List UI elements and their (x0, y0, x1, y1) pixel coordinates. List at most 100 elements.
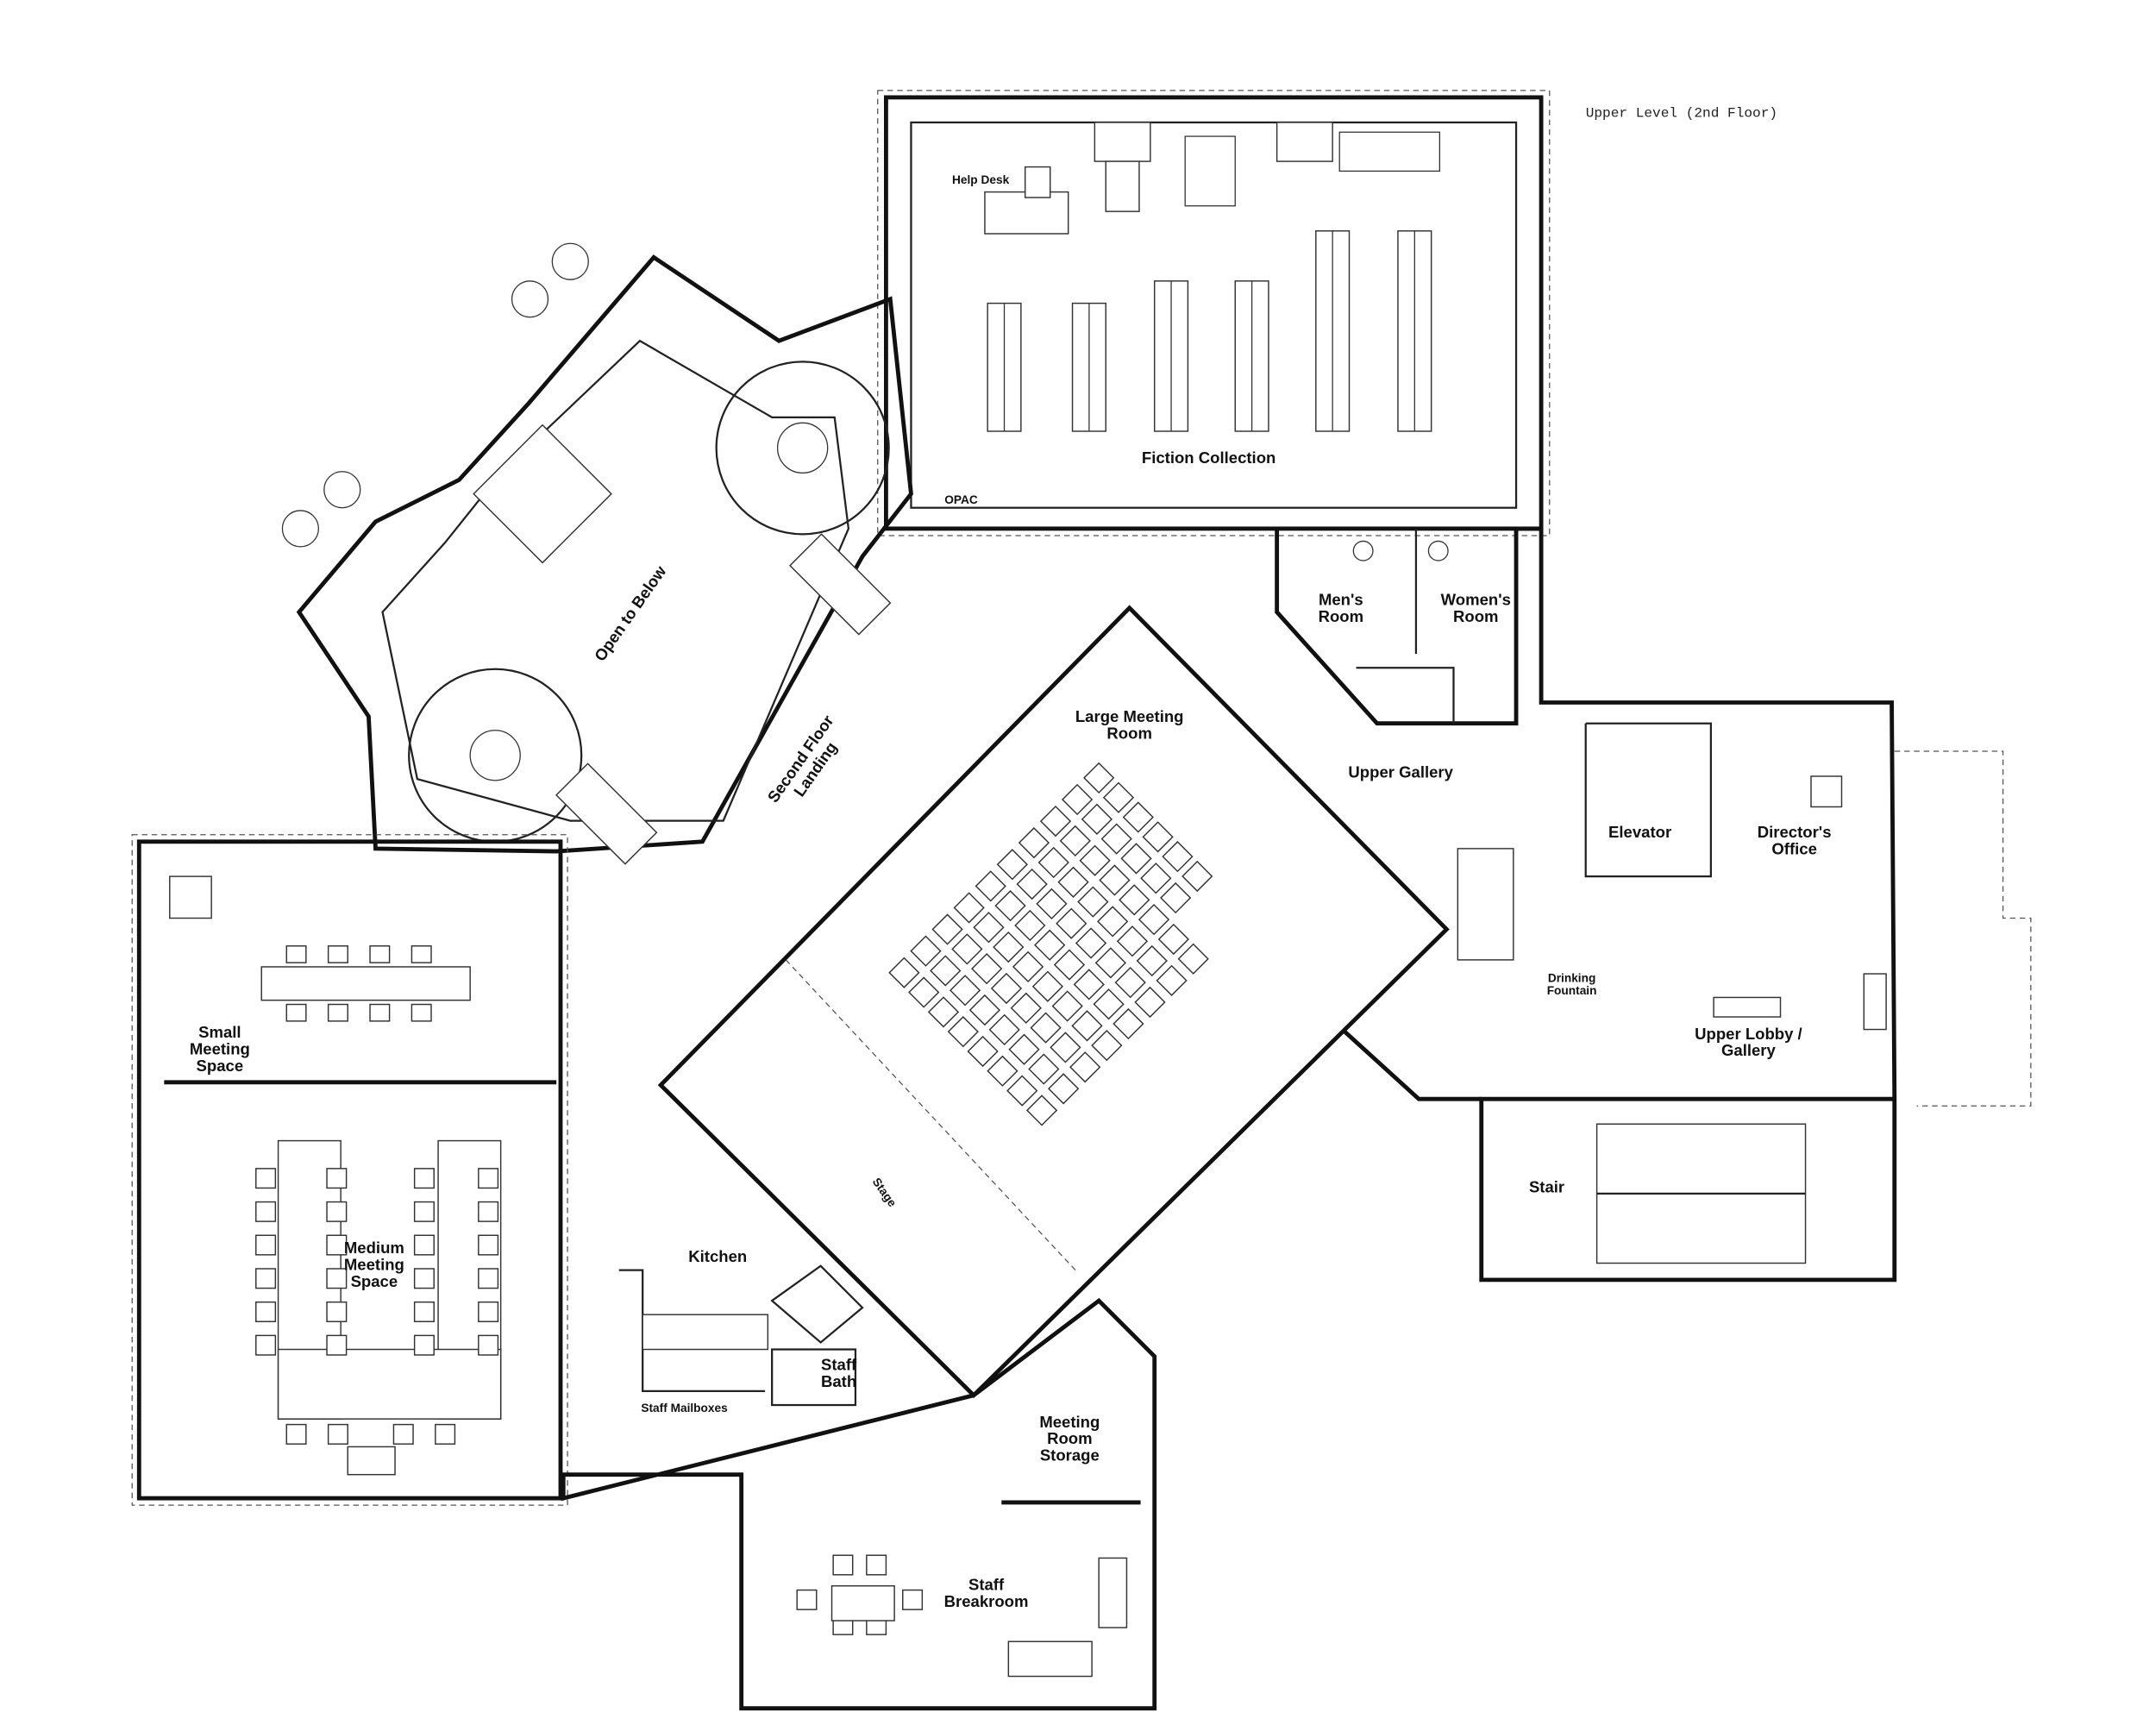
chair (255, 1234, 277, 1256)
chair (796, 1589, 818, 1610)
chair (1083, 762, 1115, 794)
chair (1037, 846, 1069, 879)
chair (326, 1168, 348, 1189)
plan-title: Upper Level (2nd Floor) (1586, 105, 1777, 121)
chair (1008, 1033, 1040, 1065)
chair (1091, 1029, 1123, 1062)
chair (1034, 929, 1066, 961)
service-walls (561, 1264, 1157, 1711)
chair (1039, 805, 1072, 837)
chair (927, 996, 960, 1028)
chair (1099, 864, 1131, 896)
chair (413, 1234, 435, 1256)
chair (1093, 988, 1125, 1020)
chair (1059, 825, 1091, 857)
chair (369, 945, 391, 963)
chair (1073, 969, 1105, 1000)
chair (1122, 801, 1154, 833)
chair (413, 1268, 435, 1289)
restroom-walls (1275, 528, 1519, 726)
chair (1057, 866, 1089, 898)
chair (326, 1234, 348, 1256)
chair (478, 1201, 499, 1222)
chair (1142, 821, 1174, 853)
label-medium-meeting: Medium (344, 1239, 404, 1257)
chair (1162, 841, 1194, 873)
label-directors-office: Director's (1758, 823, 1832, 841)
chair (902, 1589, 924, 1610)
chair (1094, 947, 1127, 979)
label-staff-bath: Staff (821, 1356, 857, 1374)
chair (1102, 781, 1135, 813)
chair (1028, 1053, 1060, 1085)
chair (413, 1334, 435, 1356)
chair (1119, 884, 1150, 916)
chair (413, 1201, 435, 1222)
label-small-meeting: Small (198, 1023, 241, 1041)
chair (1081, 803, 1113, 835)
label-meeting-room-storage: Meeting (1039, 1413, 1100, 1431)
chair (1177, 943, 1209, 975)
chair (973, 912, 1005, 944)
label-medium-meeting-2: Meeting (344, 1256, 404, 1274)
label-elevator: Elevator (1608, 823, 1671, 841)
chair (1140, 862, 1172, 894)
chair (949, 975, 981, 1007)
label-staff-breakroom-2: Breakroom (944, 1592, 1029, 1610)
chair (1048, 1073, 1080, 1105)
chair (1079, 844, 1111, 876)
label-medium-meeting-3: Space (351, 1272, 398, 1290)
chair (1157, 923, 1190, 956)
chair (435, 1423, 456, 1445)
chair (326, 1268, 348, 1289)
chair (255, 1201, 277, 1222)
east-wing-walls (1340, 526, 2032, 1283)
chair (1100, 823, 1132, 855)
label-womens-room-2: Room (1453, 607, 1499, 625)
label-small-meeting-2: Meeting (190, 1040, 250, 1058)
chair (993, 931, 1025, 963)
chair (326, 1334, 348, 1356)
label-staff-breakroom: Staff (968, 1576, 1005, 1594)
chair (1014, 909, 1046, 942)
chair (1181, 860, 1213, 893)
chair (255, 1301, 277, 1322)
chair (369, 1003, 391, 1022)
chair (951, 933, 983, 965)
chair (1114, 967, 1146, 999)
chair (1051, 990, 1083, 1022)
label-small-meeting-3: Space (197, 1057, 244, 1075)
chair (1112, 1007, 1144, 1040)
chair (255, 1168, 277, 1189)
large-meeting-room-walls (657, 605, 1450, 1399)
chair (1030, 1012, 1062, 1044)
chair (947, 1016, 979, 1048)
chair (285, 945, 307, 963)
chair (1012, 950, 1044, 983)
chair (1061, 783, 1094, 816)
chair (478, 1301, 499, 1322)
fiction-collection-walls (877, 90, 1551, 536)
label-womens-room: Women's (1441, 591, 1511, 609)
chair (832, 1554, 854, 1576)
label-stair: Stair (1529, 1177, 1564, 1195)
label-drinking-fountain-2: Fountain (1547, 984, 1597, 997)
chair (975, 870, 1006, 902)
chair (1156, 964, 1188, 996)
label-meeting-room-storage-2: Room (1047, 1429, 1093, 1447)
label-staff-mailboxes: Staff Mailboxes (641, 1402, 728, 1414)
label-open-to-below: Open to Below (591, 562, 670, 665)
chair (866, 1554, 887, 1576)
label-help-desk: Help Desk (952, 173, 1010, 186)
chair (1069, 1051, 1101, 1083)
open-to-below-walls (281, 242, 913, 865)
chair (478, 1168, 499, 1189)
chair (411, 1003, 432, 1022)
chair (1077, 886, 1109, 918)
chair (930, 955, 962, 987)
chair (1018, 827, 1050, 859)
label-directors-office-2: Office (1771, 839, 1817, 857)
label-mens-room-2: Room (1319, 607, 1364, 625)
label-upper-lobby: Upper Lobby / (1695, 1025, 1802, 1043)
